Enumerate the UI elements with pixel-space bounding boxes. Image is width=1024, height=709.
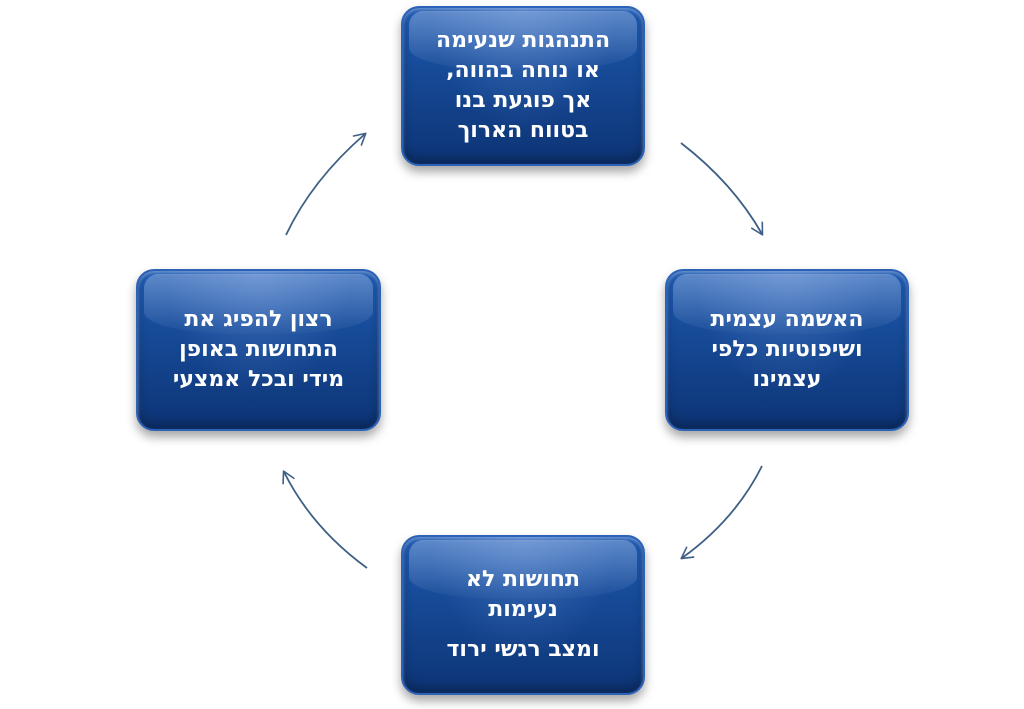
cycle-node-left: רצון להפיג את התחושות באופן מידי ובכל אמ… [136, 269, 381, 431]
node-text-line: נעימות [488, 597, 558, 622]
node-text-line: ושיפוטיות כלפי [711, 337, 863, 362]
cycle-node-right: האשמה עצמית ושיפוטיות כלפי עצמינו [665, 269, 909, 431]
cycle-node-top: התנהגות שנעימה או נוחה בהווה, אך פוגעת ב… [401, 6, 645, 166]
arrow-bottom-to-left [282, 470, 368, 569]
node-text-line: רצון להפיג את [184, 307, 333, 332]
node-text-line: ומצב רגשי ירוד [446, 637, 600, 662]
node-text-line: התחושות באופן [179, 337, 338, 362]
node-text-line: עצמינו [752, 367, 822, 392]
node-text-line: אך פוגעת בנו [454, 88, 592, 113]
node-text-line: התנהגות שנעימה [435, 28, 611, 53]
node-text-line: תחושות לא [466, 567, 580, 592]
cycle-node-bottom: תחושות לא נעימות ומצב רגשי ירוד [401, 535, 645, 695]
arrow-top-to-right [680, 142, 764, 236]
node-text-line: האשמה עצמית [710, 307, 864, 332]
arrow-left-to-top [285, 132, 367, 236]
arrow-right-to-bottom [680, 465, 763, 560]
node-text-line: מידי ובכל אמצעי [172, 367, 345, 392]
node-text-line: או נוחה בהווה, [446, 58, 600, 83]
node-text-line: בטווח הארוך [457, 118, 589, 143]
